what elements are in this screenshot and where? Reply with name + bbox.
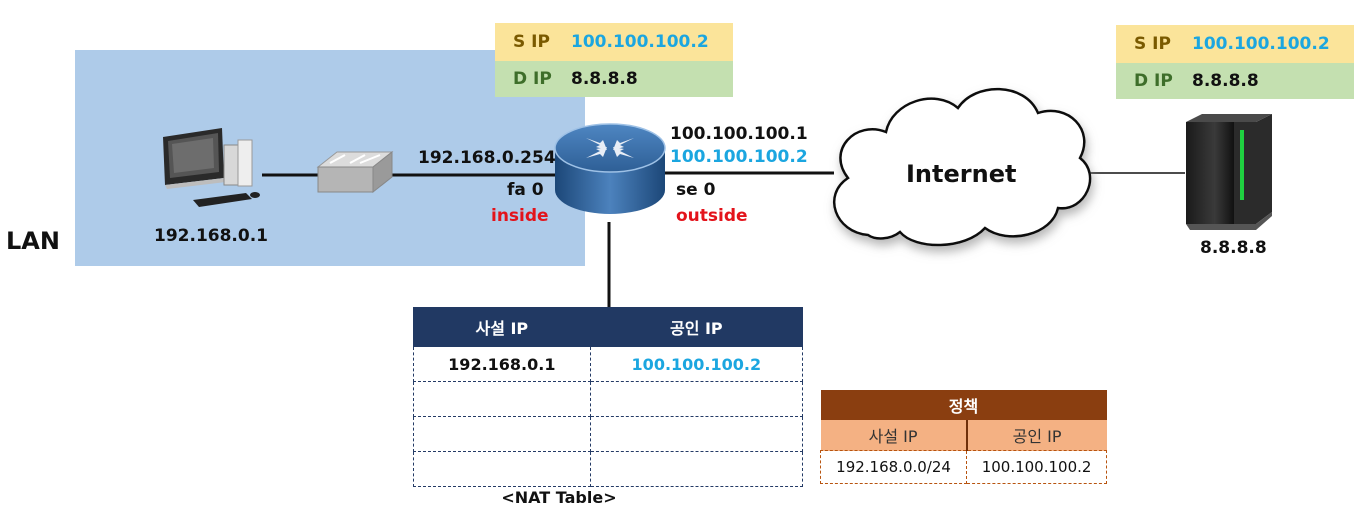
policy-private-range: 192.168.0.0/24	[819, 450, 968, 484]
nat-public-ip	[589, 451, 804, 487]
nat-private-ip: 192.168.0.1	[413, 346, 591, 382]
nat-public-ip: 100.100.100.2	[589, 346, 804, 382]
nat-private-ip	[413, 381, 591, 417]
nat-header-private: 사설 IP	[413, 307, 591, 347]
nat-private-ip	[413, 416, 591, 452]
source-ip-value: 100.100.100.2	[1192, 34, 1330, 54]
cloud-icon	[832, 87, 1092, 247]
table-row: 192.168.0.0/24 100.100.100.2	[819, 450, 1107, 484]
server-ip-label: 8.8.8.8	[1200, 238, 1267, 258]
outside-label: outside	[676, 206, 748, 226]
lan-label: LAN	[6, 227, 60, 255]
nat-table: 사설 IP 공인 IP 192.168.0.1 100.100.100.2	[413, 307, 804, 487]
server-icon	[1186, 114, 1272, 230]
packet-right-destination: D IP 8.8.8.8	[1116, 63, 1354, 99]
nat-table-header: 사설 IP 공인 IP	[413, 307, 804, 347]
policy-table: 정책 사설 IP 공인 IP 192.168.0.0/24 100.100.10…	[819, 390, 1107, 484]
pc-ip-label: 192.168.0.1	[154, 226, 269, 246]
router-icon	[554, 123, 666, 214]
router-inside-interface: fa 0	[507, 180, 544, 200]
dest-ip-key: D IP	[513, 69, 552, 89]
nat-private-ip	[413, 451, 591, 487]
nat-table-caption: <NAT Table>	[501, 488, 617, 507]
router-outside-nat-ip: 100.100.100.2	[670, 147, 808, 167]
policy-public-ip: 100.100.100.2	[966, 450, 1107, 484]
nat-public-ip	[589, 381, 804, 417]
router-outside-interface: se 0	[676, 180, 716, 200]
policy-title: 정책	[820, 390, 1107, 420]
source-ip-value: 100.100.100.2	[571, 32, 709, 52]
switch-icon	[316, 150, 394, 194]
source-ip-key: S IP	[1134, 34, 1171, 54]
dest-ip-value: 8.8.8.8	[571, 69, 638, 89]
nat-public-ip	[589, 416, 804, 452]
table-row: 192.168.0.1 100.100.100.2	[413, 346, 804, 382]
table-row	[413, 451, 804, 487]
dest-ip-value: 8.8.8.8	[1192, 71, 1259, 91]
table-row	[413, 416, 804, 452]
packet-right-source: S IP 100.100.100.2	[1116, 25, 1354, 63]
policy-header-private: 사설 IP	[820, 420, 968, 451]
table-row	[413, 381, 804, 417]
router-outside-ip: 100.100.100.1	[670, 124, 808, 144]
packet-left-destination: D IP 8.8.8.8	[495, 61, 733, 97]
router-inside-ip: 192.168.0.254	[418, 148, 556, 168]
packet-left-source: S IP 100.100.100.2	[495, 23, 733, 61]
nat-header-public: 공인 IP	[589, 307, 804, 347]
policy-header-public: 공인 IP	[966, 420, 1107, 451]
dest-ip-key: D IP	[1134, 71, 1173, 91]
inside-label: inside	[491, 206, 549, 226]
pc-icon	[163, 128, 260, 207]
source-ip-key: S IP	[513, 32, 550, 52]
internet-label: Internet	[906, 160, 1017, 188]
